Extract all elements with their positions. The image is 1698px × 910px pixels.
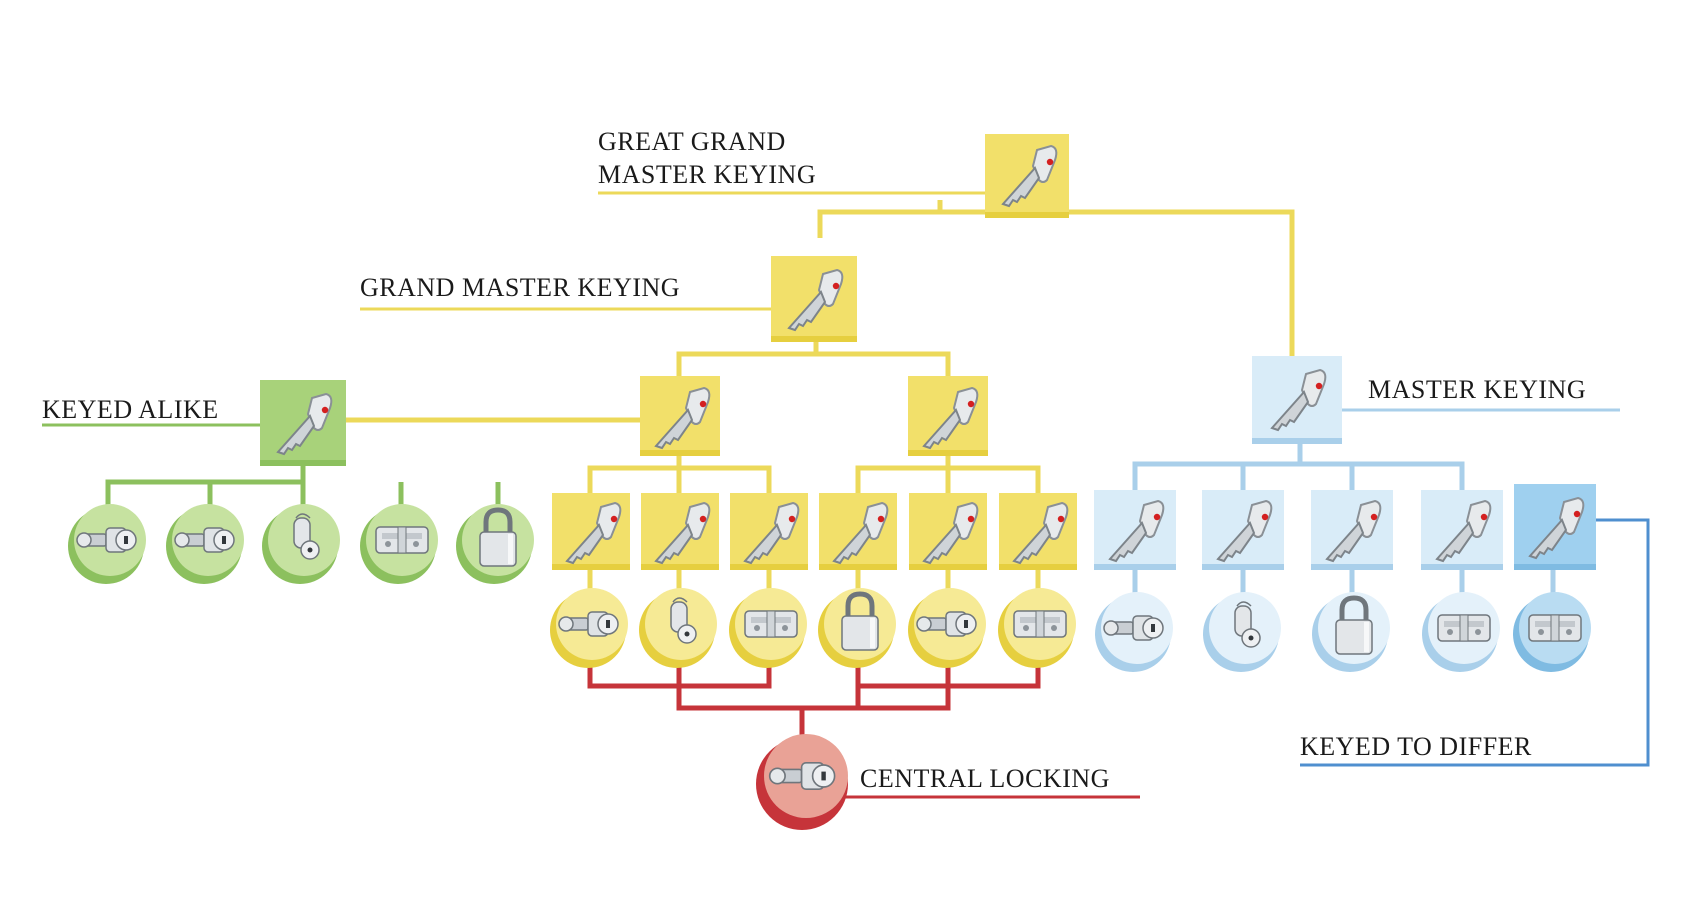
central-locking-label: CENTRAL LOCKING [860, 764, 1110, 793]
great-grand-master-label-line1: GREAT GRAND [598, 127, 786, 156]
great-grand-master-key-box [985, 134, 1069, 218]
grand-master-label: GRAND MASTER KEYING [360, 273, 680, 302]
euro-cylinder-icon [744, 610, 798, 638]
grand-master-key-box [771, 256, 857, 342]
euro-cylinder-icon [1528, 614, 1582, 642]
great-grand-master-label-line2: MASTER KEYING [598, 160, 816, 189]
keyed-alike-key-box [260, 380, 346, 466]
euro-cylinder-icon [1013, 610, 1067, 638]
blue-key-row [1094, 484, 1596, 570]
central-locking-circle [756, 734, 848, 830]
yellow-lock-row [550, 588, 1076, 668]
euro-cylinder-icon [375, 526, 429, 554]
euro-cylinder-icon [1437, 614, 1491, 642]
master-keying-key-box [1252, 356, 1342, 444]
keyed-alike-label: KEYED ALIKE [42, 395, 219, 424]
master-keying-label: MASTER KEYING [1368, 375, 1586, 404]
yellow-key-row [552, 493, 1077, 570]
blue-lock-row [1095, 592, 1591, 672]
keyed-to-differ-label: KEYED TO DIFFER [1300, 732, 1532, 761]
connector-lines [42, 191, 1650, 799]
master-key-box-right [908, 376, 988, 456]
master-key-box-left [640, 376, 720, 456]
green-lock-row [68, 504, 534, 584]
